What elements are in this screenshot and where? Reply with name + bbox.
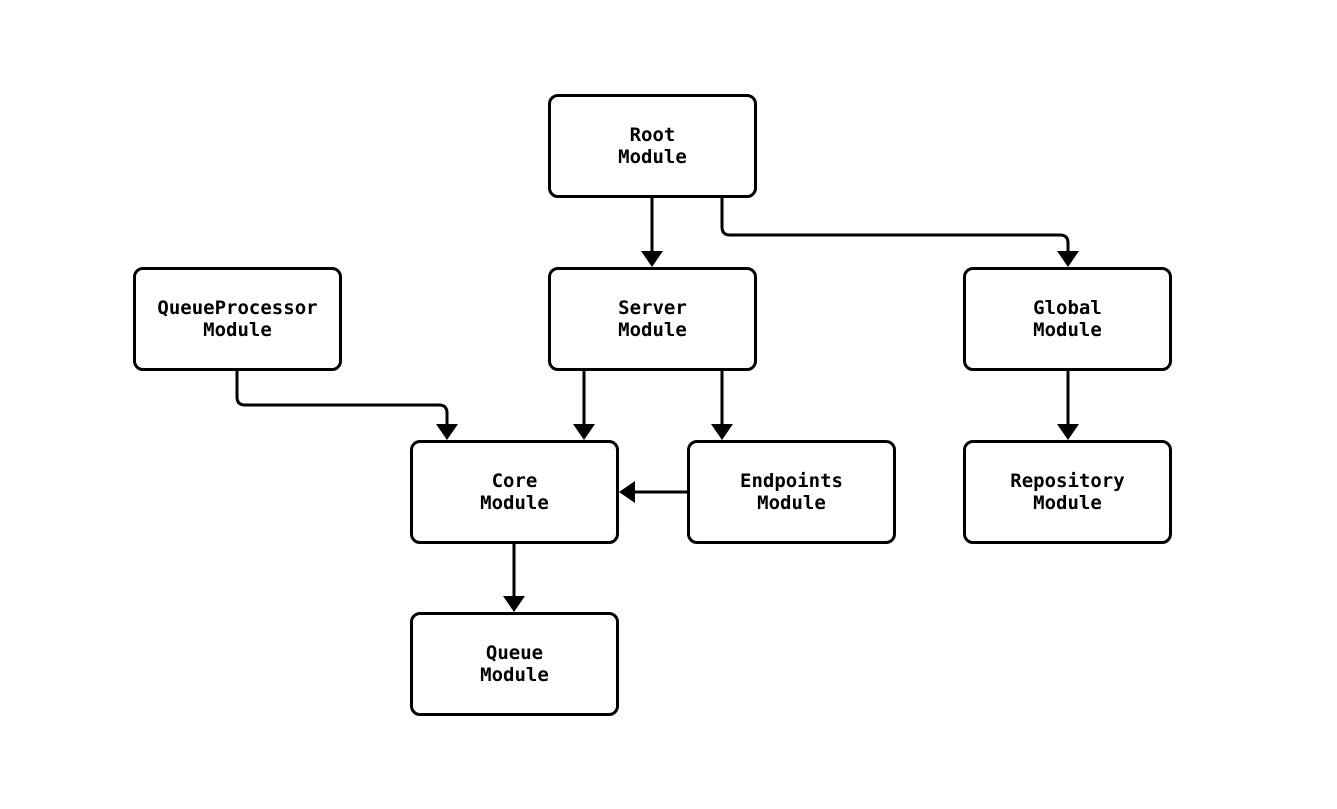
node-repository-module: Repository Module — [963, 440, 1172, 544]
edge-server-to-core — [573, 371, 595, 440]
edge-server-to-core-arrowhead — [573, 424, 595, 440]
edge-core-to-queue-arrowhead — [503, 596, 525, 612]
edge-root-to-server — [641, 198, 663, 267]
edge-root-to-server-arrowhead — [641, 251, 663, 267]
node-core-module: Core Module — [410, 440, 619, 544]
node-queue-module: Queue Module — [410, 612, 619, 716]
edge-root-to-global — [720, 198, 1079, 267]
node-root-module: Root Module — [548, 94, 757, 198]
node-server-module: Server Module — [548, 267, 757, 371]
edge-root-to-global-line — [720, 198, 1070, 253]
node-queueprocessor-module: QueueProcessor Module — [133, 267, 342, 371]
edge-global-to-repository-arrowhead — [1057, 424, 1079, 440]
edge-global-to-repository — [1057, 371, 1079, 440]
node-endpoints-module: Endpoints Module — [687, 440, 896, 544]
edge-endpoints-to-core-arrowhead — [619, 481, 635, 503]
edge-queueprocessor-to-core — [235, 371, 458, 440]
edge-queueprocessor-to-core-line — [235, 371, 449, 426]
edge-endpoints-to-core — [619, 481, 687, 503]
edge-root-to-global-arrowhead — [1057, 251, 1079, 267]
edge-server-to-endpoints — [711, 371, 733, 440]
edge-server-to-endpoints-arrowhead — [711, 424, 733, 440]
edge-queueprocessor-to-core-arrowhead — [436, 424, 458, 440]
edge-core-to-queue — [503, 544, 525, 612]
node-global-module: Global Module — [963, 267, 1172, 371]
